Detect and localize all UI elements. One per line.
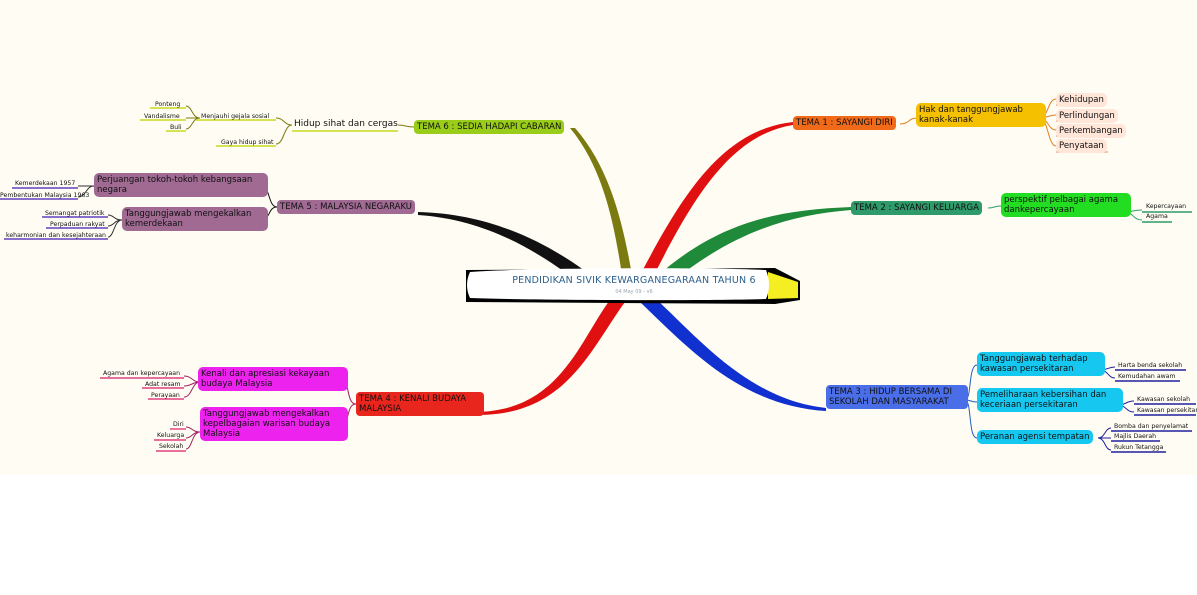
tema5-leaf-4[interactable]: Perpaduan rakyat [50, 221, 105, 228]
tema4-leaf-2[interactable]: Adat resam [145, 381, 181, 388]
tema3-leaf-4[interactable]: Kawasan persekitaran [1137, 407, 1197, 414]
branch-tema6 [570, 128, 632, 275]
branch-tema1 [640, 122, 793, 275]
branch-tema3 [640, 298, 826, 411]
tema5-node[interactable]: TEMA 5 : MALAYSIA NEGARAKU [277, 200, 416, 214]
center-topic[interactable]: PENDIDIKAN SIVIK KEWARGANEGARAAN TAHUN 6… [476, 274, 792, 295]
center-date: 04 May 09 - v6 [615, 289, 653, 295]
tema3-leaf-6[interactable]: Majlis Daerah [1114, 433, 1157, 440]
tema5-sub-2[interactable]: Tanggungjawab mengekalkan kemerdekaan [122, 207, 268, 231]
link-tema6-subsubs [275, 117, 293, 145]
tema1-sub-node[interactable]: Hak dan tanggungjawab kanak-kanak [916, 103, 1046, 127]
link-tema6-sub [397, 124, 415, 128]
tema5-leaf-3[interactable]: Semangat patriotik [45, 210, 105, 217]
tema1-leaf-3[interactable]: Perkembangan [1056, 124, 1126, 138]
tema6-leaf-1[interactable]: Ponteng [155, 101, 181, 108]
link-tema2-sub [987, 205, 1002, 209]
link-tema4-leaves [183, 375, 201, 450]
tema4-leaf-5[interactable]: Keluarga [157, 432, 185, 439]
tema3-leaf-2[interactable]: Kemudahan awam [1118, 373, 1176, 380]
tema2-leaf-1[interactable]: Kepercayaan [1146, 203, 1187, 210]
link-tema5-leaves [77, 185, 123, 238]
tema6-subsub-2[interactable]: Gaya hidup sihat [221, 139, 274, 146]
link-tema1-sub [899, 117, 918, 125]
tema4-leaf-6[interactable]: Sekolah [159, 443, 184, 450]
tema1-leaf-1[interactable]: Kehidupan [1056, 93, 1107, 107]
tema3-sub-2[interactable]: Pemeliharaan kebersihan dan keceriaan pe… [977, 388, 1123, 412]
tema4-leaf-4[interactable]: Diri [173, 421, 184, 428]
tema4-node[interactable]: TEMA 4 : KENALI BUDAYA MALAYSIA [356, 392, 484, 416]
tema1-node[interactable]: TEMA 1 : SAYANGI DIRI [793, 116, 896, 130]
tema5-leaf-5[interactable]: keharmonian dan kesejahteraan [6, 232, 106, 239]
tema3-leaf-1[interactable]: Harta benda sekolah [1118, 362, 1183, 369]
tema5-leaf-2[interactable]: Pembentukan Malaysia 1963 [0, 192, 90, 199]
tema5-sub-1[interactable]: Perjuangan tokoh-tokoh kebangsaan negara [94, 173, 268, 197]
tema6-sub-node[interactable]: Hidup sihat dan cergas [294, 119, 398, 129]
tema4-leaf-1[interactable]: Agama dan kepercayaan [103, 370, 181, 377]
tema3-node[interactable]: TEMA 3 : HIDUP BERSAMA DI SEKOLAH DAN MA… [826, 385, 968, 409]
tema6-node[interactable]: TEMA 6 : SEDIA HADAPI CABARAN [414, 120, 565, 134]
link-tema1-leaves [1039, 98, 1057, 147]
tema2-node[interactable]: TEMA 2 : SAYANGI KELUARGA [851, 201, 982, 215]
tema1-leaf-4[interactable]: Penyataan [1056, 139, 1107, 153]
tema6-subsub-1[interactable]: Menjauhi gejala sosial [201, 113, 270, 120]
tema2-leaf-2[interactable]: Agama [1146, 213, 1168, 220]
tema3-leaf-5[interactable]: Bomba dan penyelamat [1114, 423, 1189, 430]
branch-tema4 [478, 300, 625, 415]
tema3-leaf-3[interactable]: Kawasan sekolah [1137, 396, 1191, 403]
mindmap-links [0, 98, 1196, 453]
link-tema6-leaves [185, 105, 201, 130]
link-tema3-leaves [1097, 366, 1135, 451]
tema1-leaf-2[interactable]: Perlindungan [1056, 109, 1118, 123]
tema6-leaf-2[interactable]: Vandalisme [144, 113, 180, 120]
tema4-sub-2[interactable]: Tanggungjawab mengekalkan kepelbagaian w… [200, 407, 348, 441]
tema2-sub-node[interactable]: perspektif pelbagai agama dankepercayaan [1001, 193, 1131, 217]
tema3-leaf-7[interactable]: Rukun Tetangga [1114, 444, 1164, 451]
tema3-sub-3[interactable]: Peranan agensi tempatan [977, 430, 1093, 444]
tema3-sub-1[interactable]: Tanggungjawab terhadap kawasan persekita… [977, 352, 1105, 376]
mindmap-canvas: PENDIDIKAN SIVIK KEWARGANEGARAAN TAHUN 6… [0, 0, 1197, 475]
center-title: PENDIDIKAN SIVIK KEWARGANEGARAAN TAHUN 6 [512, 275, 756, 286]
tema6-leaf-3[interactable]: Buli [170, 124, 182, 131]
tema4-leaf-3[interactable]: Perayaan [151, 392, 180, 399]
tema5-leaf-1[interactable]: Kemerdekaan 1957 [15, 180, 76, 187]
tema4-sub-1[interactable]: Kenali dan apresiasi kekayaan budaya Mal… [198, 367, 348, 391]
center-banner-shape [466, 268, 800, 304]
